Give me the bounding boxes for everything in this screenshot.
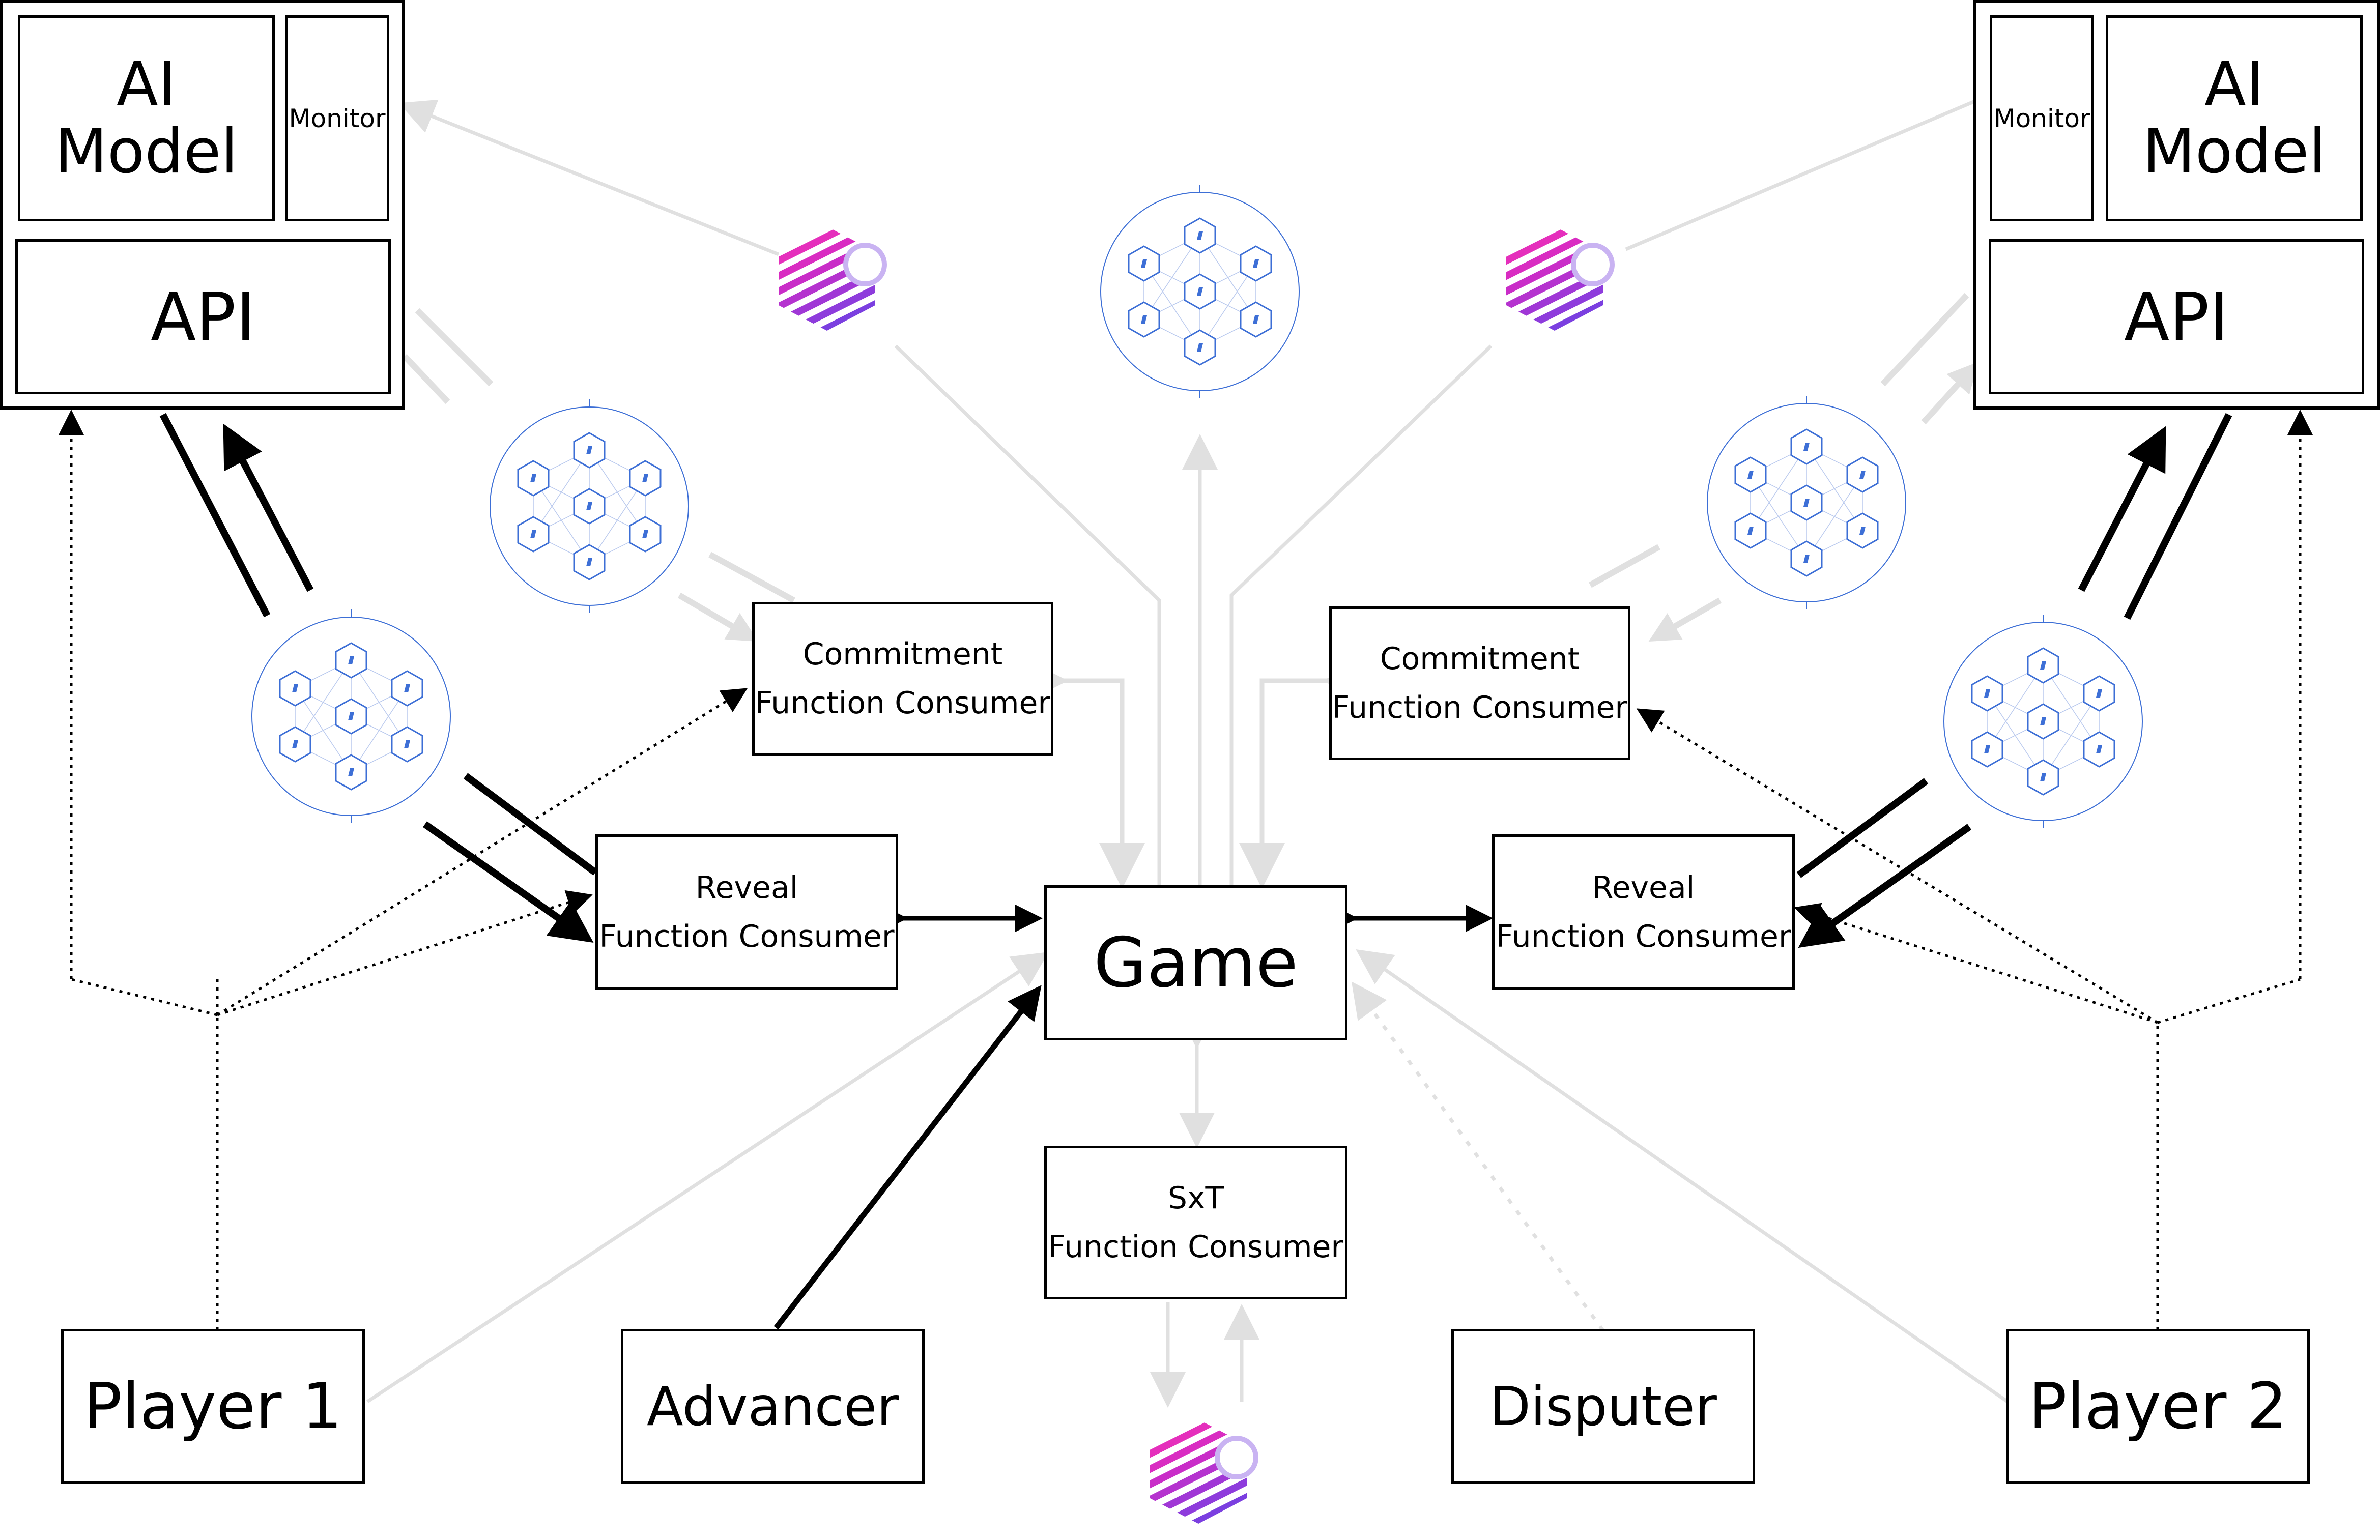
reveal-label: Reveal <box>1592 869 1695 906</box>
space-and-time-logo-icon <box>1483 211 1631 348</box>
monitor-label: Monitor <box>1993 103 2090 133</box>
api-left: API <box>15 239 391 394</box>
player-2: Player 2 <box>2006 1329 2310 1484</box>
ai-model-label: AI Model <box>54 49 238 187</box>
reveal-label: Reveal <box>695 869 798 906</box>
game-contract: Game <box>1044 885 1347 1040</box>
monitor-right: Monitor <box>1990 15 2094 221</box>
chainlink-network-icon <box>1943 614 2143 829</box>
space-and-time-logo-icon <box>756 211 903 348</box>
reveal-function-consumer-left: Reveal Function Consumer <box>595 834 898 990</box>
player-2-label: Player 2 <box>2028 1370 2287 1443</box>
function-consumer-label: Function Consumer <box>1332 690 1628 725</box>
ai-model-left: AI Model <box>18 15 275 221</box>
commitment-function-consumer-left: Commitment Function Consumer <box>752 602 1053 756</box>
api-label: API <box>151 278 255 356</box>
sxt-function-consumer: SxT Function Consumer <box>1044 1146 1347 1299</box>
monitor-left: Monitor <box>285 15 389 221</box>
advancer-label: Advancer <box>646 1375 899 1438</box>
function-consumer-label: Function Consumer <box>599 918 895 954</box>
sxt-label: SxT <box>1167 1180 1224 1216</box>
api-right: API <box>1989 239 2364 394</box>
monitor-label: Monitor <box>289 103 386 133</box>
commitment-function-consumer-right: Commitment Function Consumer <box>1329 606 1630 760</box>
disputer-label: Disputer <box>1489 1375 1717 1438</box>
secondary-connectors <box>366 97 2009 1408</box>
chainlink-network-icon <box>1100 184 1300 399</box>
primary-connectors <box>159 413 2232 1330</box>
disputer: Disputer <box>1451 1329 1755 1484</box>
dotted-connectors <box>59 410 2313 1330</box>
game-label: Game <box>1094 923 1298 1003</box>
api-label: API <box>2124 278 2229 356</box>
function-consumer-label: Function Consumer <box>1048 1229 1344 1265</box>
space-and-time-logo-icon <box>1127 1404 1275 1540</box>
chainlink-network-icon <box>1706 395 1907 611</box>
function-consumer-label: Function Consumer <box>755 685 1051 721</box>
commitment-label: Commitment <box>1380 641 1580 677</box>
commitment-label: Commitment <box>802 636 1003 672</box>
player-1: Player 1 <box>61 1329 365 1484</box>
player-1-label: Player 1 <box>83 1370 342 1443</box>
ai-model-right: AI Model <box>2106 15 2363 221</box>
chainlink-network-icon <box>251 608 451 824</box>
reveal-function-consumer-right: Reveal Function Consumer <box>1492 834 1795 990</box>
chainlink-network-icon <box>489 398 690 614</box>
ai-model-label: AI Model <box>2142 49 2326 187</box>
advancer: Advancer <box>621 1329 925 1484</box>
function-consumer-label: Function Consumer <box>1496 918 1791 954</box>
